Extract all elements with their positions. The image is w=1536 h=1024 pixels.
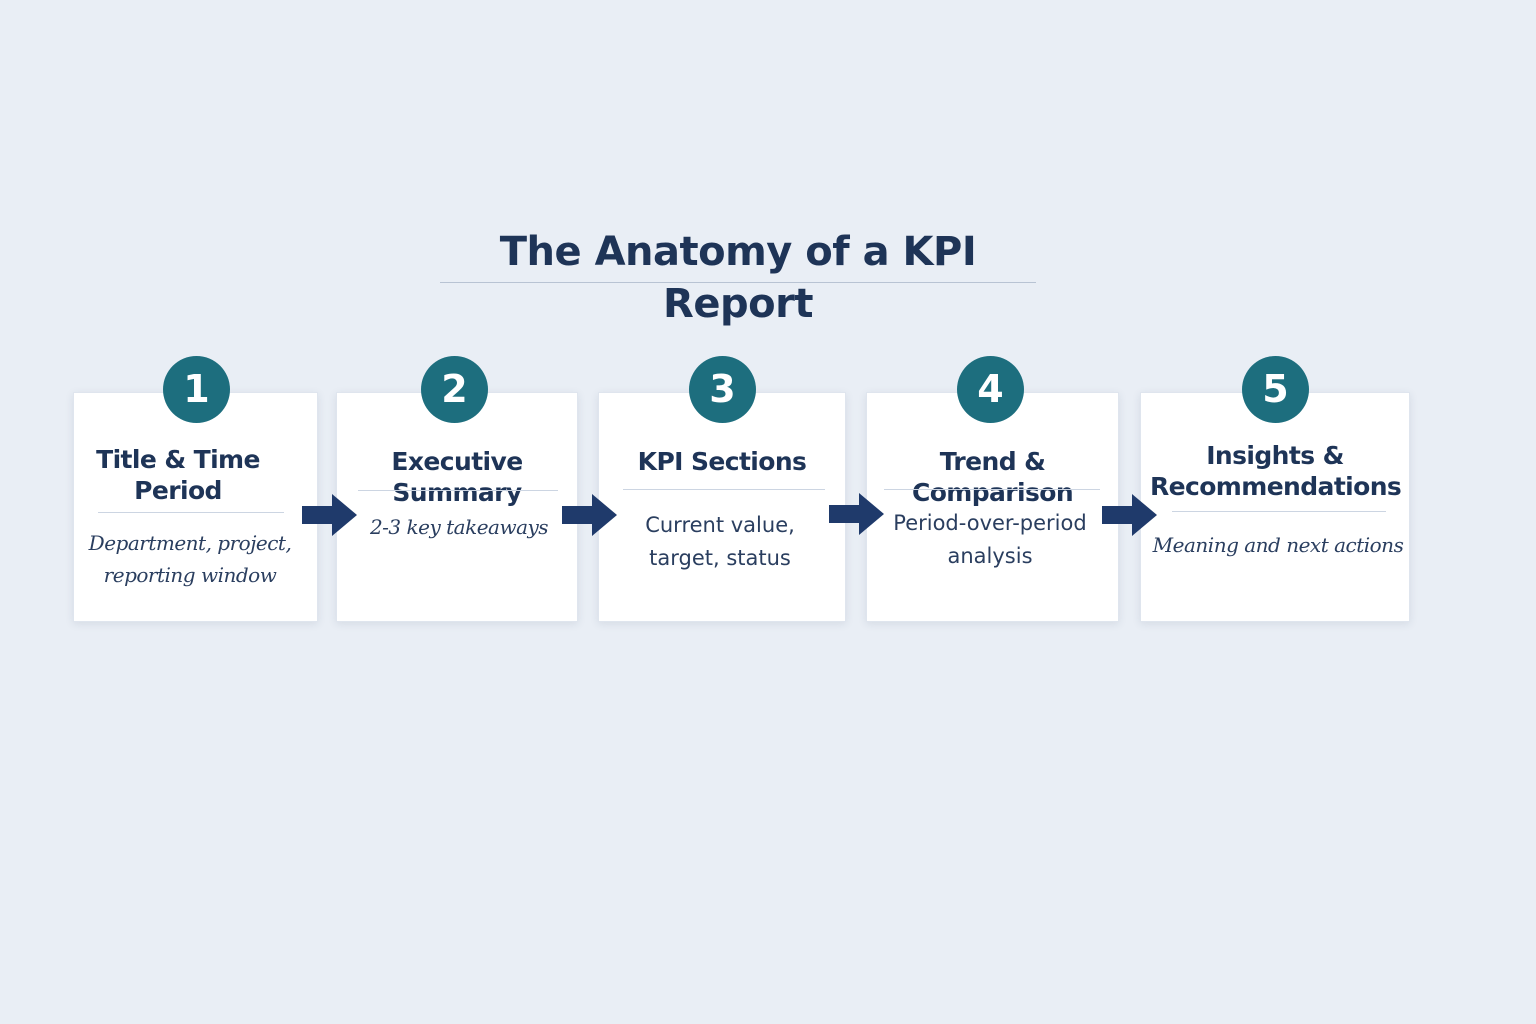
step-number-badge-4: 4 [957, 356, 1024, 423]
step-title-2: Executive Summary [391, 447, 523, 507]
step-divider-4 [884, 489, 1100, 490]
step-description-3: Current value, target, status [645, 513, 795, 570]
diagram-title: The Anatomy of a KPI Report [499, 229, 977, 327]
step-card-1 [73, 392, 318, 622]
step-description-1: Department, project, reporting window [88, 531, 292, 587]
step-description-5: Meaning and next actions [1152, 533, 1404, 557]
arrow-right-icon [829, 493, 884, 535]
step-divider-5 [1172, 511, 1386, 512]
arrow-right-icon [302, 494, 357, 536]
step-number-badge-1: 1 [163, 356, 230, 423]
step-card-4 [866, 392, 1119, 622]
step-description-4: Period-over-period analysis [893, 511, 1087, 568]
step-divider-2 [358, 490, 558, 491]
step-divider-3 [623, 489, 825, 490]
arrow-right-icon [1102, 494, 1157, 536]
step-number-badge-2: 2 [421, 356, 488, 423]
step-title-5: Insights & Recommendations [1150, 441, 1402, 501]
title-divider [440, 282, 1036, 283]
step-number-badge-3: 3 [689, 356, 756, 423]
step-description-2: 2-3 key takeaways [369, 515, 549, 539]
step-divider-1 [98, 512, 284, 513]
step-title-1: Title & Time Period [96, 445, 260, 505]
arrow-right-icon [562, 494, 617, 536]
step-number-badge-5: 5 [1242, 356, 1309, 423]
step-title-3: KPI Sections [637, 447, 807, 476]
step-card-2 [336, 392, 578, 622]
step-card-5 [1140, 392, 1410, 622]
step-title-4: Trend & Comparison [911, 447, 1074, 507]
step-card-3 [598, 392, 846, 622]
